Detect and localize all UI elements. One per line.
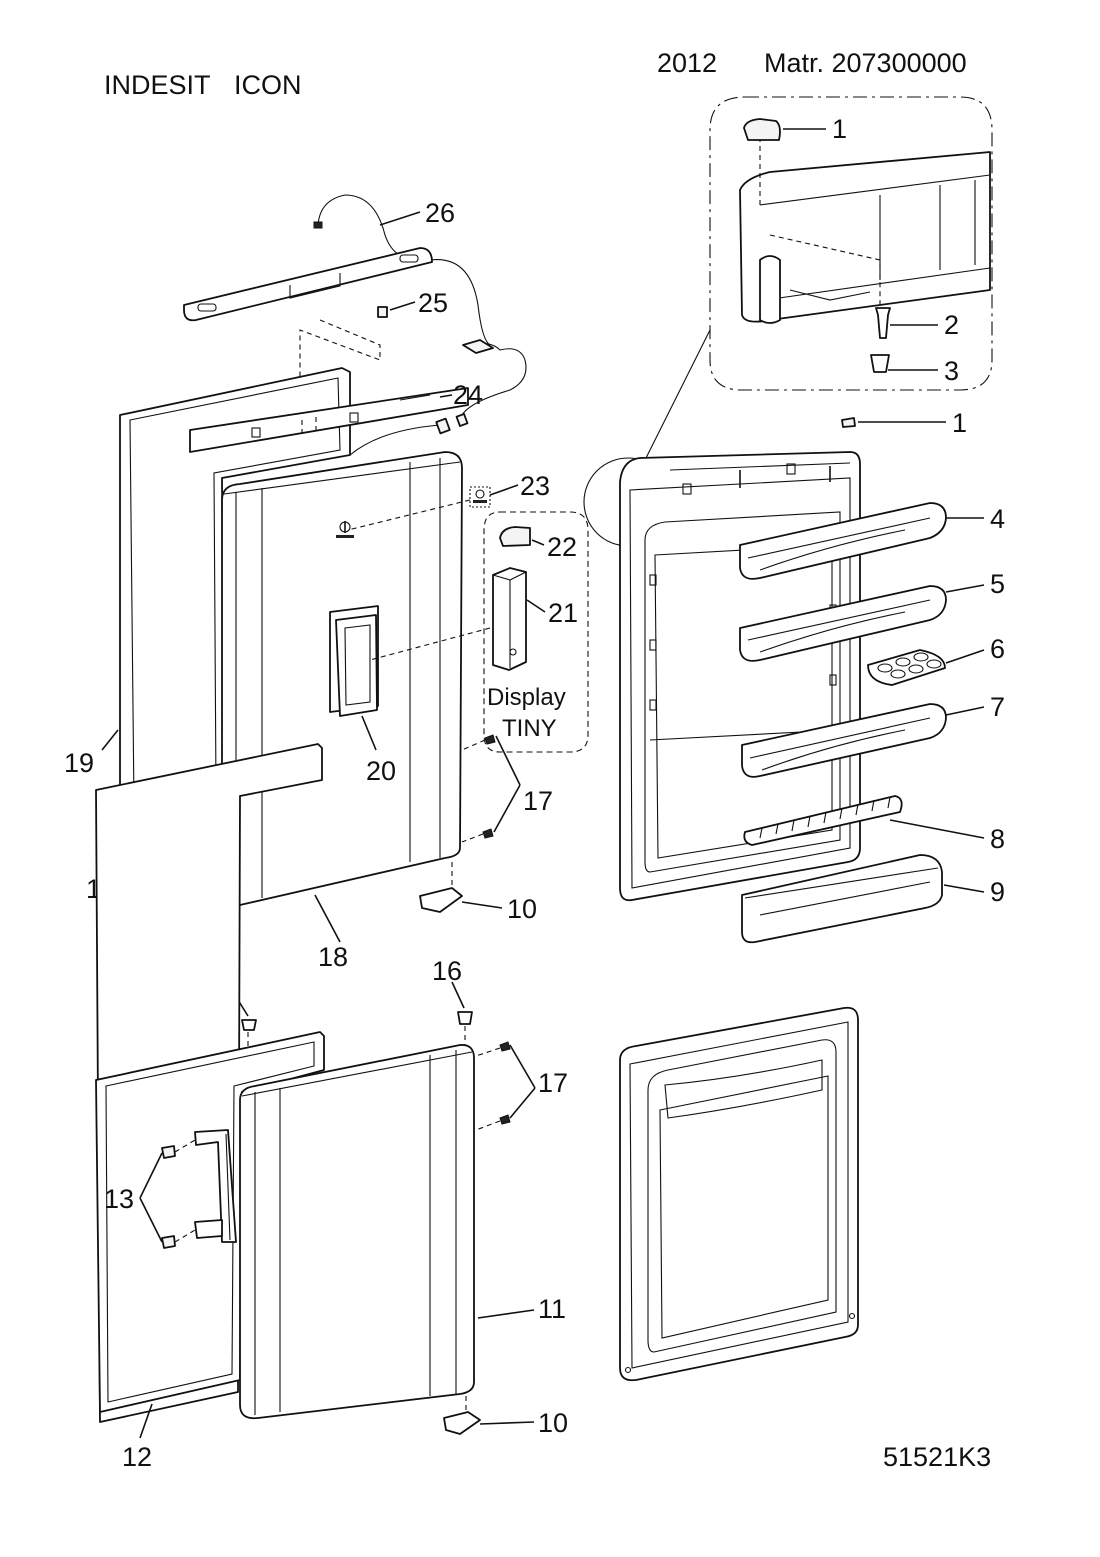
callout-18: 18 (318, 942, 348, 972)
callout-13-lower: 13 (104, 1184, 134, 1214)
drawing-code: 51521K3 (883, 1442, 991, 1472)
callout-10-lower: 10 (538, 1408, 568, 1438)
door-shelf-5 (739, 585, 947, 662)
callout-12: 12 (122, 1442, 152, 1472)
display-label-line1: Display (487, 684, 566, 711)
callout-1: 1 (952, 408, 967, 438)
callout-23: 23 (520, 471, 550, 501)
lower-door-liner (619, 1006, 859, 1382)
clip-part-25 (377, 306, 388, 318)
cap-part-1 (841, 417, 856, 428)
callout-2: 2 (944, 310, 959, 340)
egg-tray-6 (867, 649, 946, 686)
callout-24: 24 (453, 380, 483, 410)
year-label: 2012 (657, 48, 717, 78)
hinge-part-10-lower (443, 1411, 481, 1435)
lower-outer-door-11 (239, 1044, 475, 1420)
display-window-frame-20 (335, 614, 378, 717)
matr-label: Matr. 207300000 (764, 48, 967, 78)
callout-6: 6 (990, 634, 1005, 664)
door-shelf-7 (741, 703, 947, 778)
callout-22: 22 (547, 532, 577, 562)
callout-17-upper: 17 (523, 786, 553, 816)
bottle-shelf-9 (741, 854, 943, 944)
callout-17-lower: 17 (538, 1068, 568, 1098)
cap-part-1-detail (743, 118, 781, 141)
brand-label: INDESIT (104, 70, 211, 100)
top-hinge-bracket (183, 247, 433, 322)
callout-11: 11 (538, 1294, 566, 1324)
callout-1-detail: 1 (832, 114, 847, 144)
callout-21: 21 (548, 598, 578, 628)
hinge-part-10-upper (419, 887, 463, 913)
door-shelf-4 (739, 502, 947, 580)
display-label-line2: TINY (502, 715, 557, 742)
pin-part-15 (241, 1019, 257, 1031)
callout-25: 25 (418, 288, 448, 318)
callout-10-upper: 10 (507, 894, 537, 924)
callout-26: 26 (425, 198, 455, 228)
detail-inset: 1 2 3 (709, 96, 993, 391)
upper-door-liner (619, 451, 861, 902)
model-label: ICON (234, 70, 302, 100)
callout-3: 3 (944, 356, 959, 386)
bottle-rack-8 (743, 795, 903, 846)
callout-19: 19 (64, 748, 94, 778)
callout-8: 8 (990, 824, 1005, 854)
door-strip-24 (189, 387, 469, 453)
door-handle-lower (194, 1129, 237, 1243)
callout-16: 16 (432, 956, 462, 986)
callout-4: 4 (990, 504, 1005, 534)
screw-part-2 (875, 307, 891, 339)
callout-9: 9 (990, 877, 1005, 907)
display-tiny-box: 22 21 Display TINY (369, 511, 589, 753)
indesit-logo-icon (336, 521, 354, 538)
callout-7: 7 (990, 692, 1005, 722)
callout-20: 20 (366, 756, 396, 786)
callout-5: 5 (990, 569, 1005, 599)
display-cap-22 (499, 526, 531, 547)
pin-part-16 (457, 1011, 473, 1025)
bushing-part-3 (870, 354, 890, 373)
upper-outer-door-18 (221, 451, 463, 906)
